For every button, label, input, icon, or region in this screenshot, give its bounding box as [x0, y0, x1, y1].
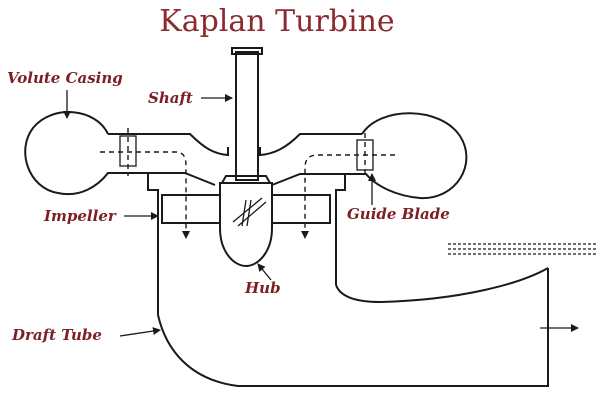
diagram-title: Kaplan Turbine: [159, 4, 394, 39]
tailrace-water-level: [448, 243, 597, 255]
flow-path-right: [301, 154, 395, 239]
label-guide-blade: Guide Blade: [347, 205, 450, 223]
draft-tube-right-wall: [335, 267, 549, 304]
casing-inner-right: [271, 173, 345, 186]
casing-top-right: [259, 133, 362, 157]
label-volute-casing: Volute Casing: [7, 69, 123, 87]
hub: [219, 182, 273, 268]
label-draft-tube: Draft Tube: [11, 326, 102, 344]
hub-collar: [221, 175, 271, 184]
casing-inner-left: [108, 172, 216, 186]
draft-tube-left-wall: [157, 268, 549, 387]
shaft: [235, 51, 259, 181]
casing-top-left: [108, 133, 229, 157]
flow-path-left: [100, 151, 190, 239]
label-impeller: Impeller: [43, 207, 117, 225]
volute-casing-right-outline: [335, 112, 468, 285]
shaft-cap: [231, 47, 263, 55]
label-shaft: Shaft: [148, 89, 193, 107]
hub-pointer: [257, 263, 272, 281]
impeller-blade-left: [161, 194, 221, 224]
draft-tube-pointer: [119, 327, 161, 337]
hub-blade-marks-2: [241, 199, 252, 227]
volute-casing-outline: [24, 111, 159, 315]
label-hub: Hub: [244, 279, 281, 297]
impeller-blade-right: [271, 194, 331, 224]
